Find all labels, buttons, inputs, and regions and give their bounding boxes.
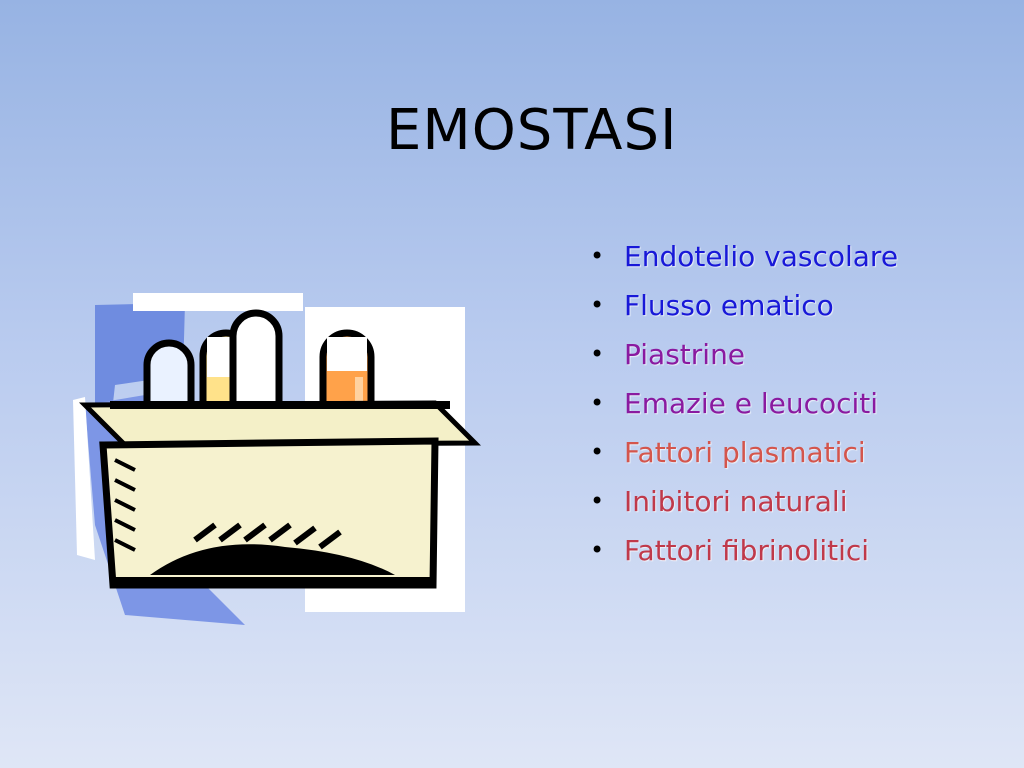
bullet-item: •Endotelio vascolare	[590, 240, 899, 273]
bullet-item: •Emazie e leucociti	[590, 387, 879, 420]
bullet-item: •Piastrine	[590, 338, 746, 371]
bullet-item: •Flusso ematico	[590, 289, 834, 322]
bullet-item: •Fattori plasmatici	[590, 436, 866, 469]
bullet-list: •Endotelio vascolare •Flusso ematico •Pi…	[588, 232, 898, 575]
bullet-item: •Fattori fibrinolitici	[590, 534, 870, 567]
slide-title: EMOSTASI	[386, 98, 678, 163]
test-tubes-rack-icon	[73, 293, 482, 625]
bullet-item: •Inibitori naturali	[590, 485, 848, 518]
